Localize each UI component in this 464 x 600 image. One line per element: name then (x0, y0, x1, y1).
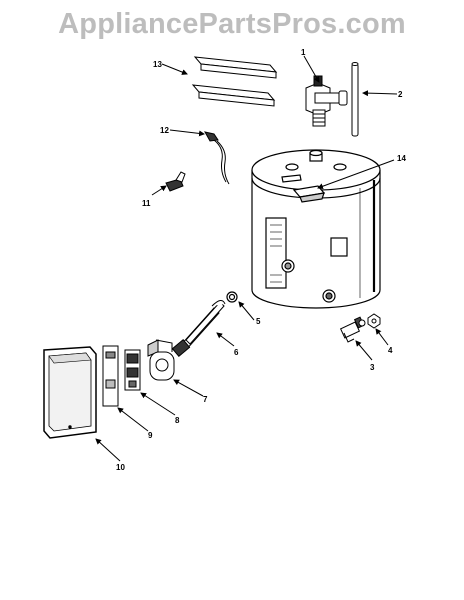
label-1: 1 (301, 48, 306, 57)
watermark-logo: AppliancePartsPros.com (58, 8, 406, 40)
part-6-heating-element[interactable] (171, 300, 226, 358)
label-8: 8 (175, 416, 180, 425)
label-10: 10 (116, 463, 125, 472)
label-4: 4 (388, 346, 393, 355)
part-1-relief-valve[interactable] (305, 75, 348, 127)
part-2-dip-tube[interactable] (351, 62, 359, 137)
part-7-thermostat[interactable] (147, 339, 175, 381)
label-6: 6 (234, 348, 239, 357)
part-9-insulation[interactable] (102, 345, 119, 407)
label-11: 11 (142, 199, 151, 208)
label-7: 7 (203, 395, 208, 404)
part-10-access-cover[interactable] (43, 346, 97, 439)
label-12: 12 (160, 126, 169, 135)
label-9: 9 (148, 431, 153, 440)
part-labels: 13 1 2 12 11 14 5 6 3 4 7 8 9 10 (116, 48, 406, 472)
leader-lines (95, 55, 398, 462)
part-5-gasket[interactable] (226, 291, 238, 303)
label-5: 5 (256, 317, 261, 326)
part-12-wire-harness[interactable] (204, 131, 230, 185)
label-3: 3 (370, 363, 375, 372)
part-13-brackets[interactable] (191, 56, 278, 107)
part-11-clip[interactable] (165, 171, 186, 192)
label-14: 14 (397, 154, 406, 163)
label-2: 2 (398, 90, 403, 99)
part-4-nut[interactable] (358, 313, 381, 329)
water-heater-tank[interactable] (251, 149, 381, 309)
label-13: 13 (153, 60, 162, 69)
part-8-thermostat-assembly[interactable] (124, 349, 141, 391)
